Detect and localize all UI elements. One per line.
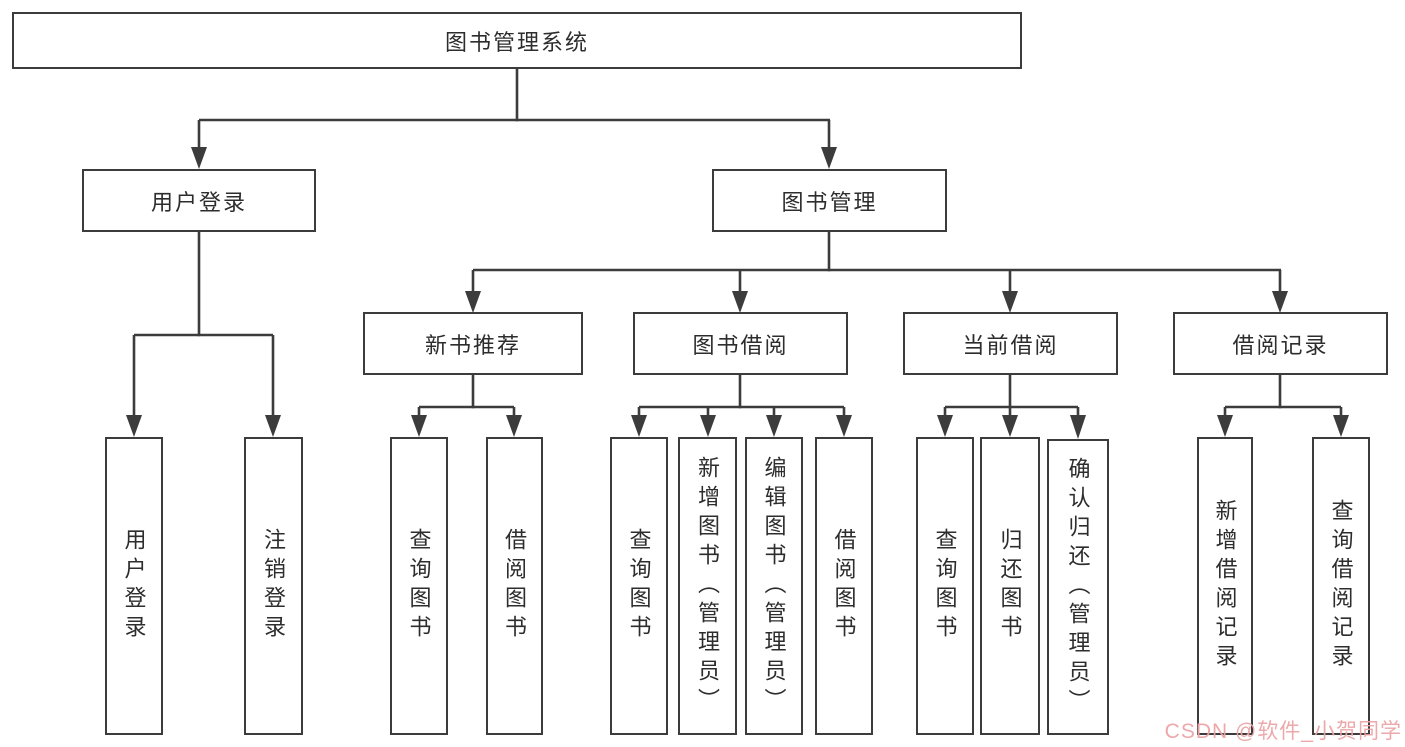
- node-label: 用户登录: [150, 189, 247, 215]
- leaf-label: 查询图书: [406, 528, 432, 644]
- leaf-label: 查询图书: [932, 528, 958, 644]
- node-label: 图书借阅: [692, 332, 789, 358]
- node-label: 借阅记录: [1232, 332, 1329, 358]
- leaf-label: 注销登录: [261, 528, 287, 644]
- leaf-label: 借阅图书: [502, 528, 528, 644]
- leaf-label: 用户登录: [121, 528, 147, 644]
- connector-root: [191, 68, 837, 169]
- leaf-edit-books-admin: 编辑图书（管理员）: [745, 437, 803, 735]
- leaf-logout: 注销登录: [244, 437, 303, 735]
- connector-new-book-recommend: [411, 374, 522, 437]
- node-borrow-records: 借阅记录: [1173, 312, 1388, 375]
- leaf-query-books-recommend: 查询图书: [390, 437, 448, 735]
- connector-borrow-records: [1217, 374, 1349, 437]
- node-current-borrow: 当前借阅: [903, 312, 1118, 375]
- leaf-borrow-books: 借阅图书: [815, 437, 873, 735]
- connector-user-login: [126, 231, 281, 437]
- leaf-label: 查询图书: [626, 528, 652, 644]
- leaf-label: 确认归还（管理员）: [1065, 456, 1091, 718]
- csdn-watermark: CSDN @软件_小贺同学: [1164, 720, 1402, 743]
- leaf-add-borrow-record: 新增借阅记录: [1197, 437, 1253, 735]
- node-label: 当前借阅: [962, 332, 1059, 358]
- node-label: 新书推荐: [424, 332, 521, 358]
- connector-book-borrow: [631, 374, 852, 437]
- connector-current-borrow: [937, 374, 1086, 439]
- connector-book-management: [465, 231, 1288, 313]
- node-label: 图书管理: [781, 189, 878, 215]
- node-book-management: 图书管理: [712, 169, 947, 232]
- leaf-label: 新增图书（管理员）: [695, 455, 721, 717]
- leaf-label: 编辑图书（管理员）: [761, 455, 787, 717]
- leaf-query-borrow-record: 查询借阅记录: [1312, 437, 1370, 735]
- leaf-query-books-current: 查询图书: [916, 437, 974, 735]
- node-library-system: 图书管理系统: [12, 12, 1022, 69]
- leaf-user-login: 用户登录: [105, 437, 163, 735]
- node-user-login: 用户登录: [82, 169, 316, 232]
- node-new-book-recommend: 新书推荐: [363, 312, 583, 375]
- node-label: 图书管理系统: [444, 29, 589, 55]
- leaf-label: 查询借阅记录: [1328, 499, 1354, 673]
- leaf-return-books: 归还图书: [980, 437, 1040, 735]
- leaf-label: 新增借阅记录: [1212, 499, 1238, 673]
- leaf-borrow-books-recommend: 借阅图书: [486, 437, 543, 735]
- leaf-add-books-admin: 新增图书（管理员）: [678, 437, 737, 735]
- leaf-confirm-return-admin: 确认归还（管理员）: [1047, 439, 1109, 735]
- node-book-borrow: 图书借阅: [633, 312, 848, 375]
- leaf-query-books: 查询图书: [610, 437, 668, 735]
- leaf-label: 归还图书: [997, 528, 1023, 644]
- leaf-label: 借阅图书: [831, 528, 857, 644]
